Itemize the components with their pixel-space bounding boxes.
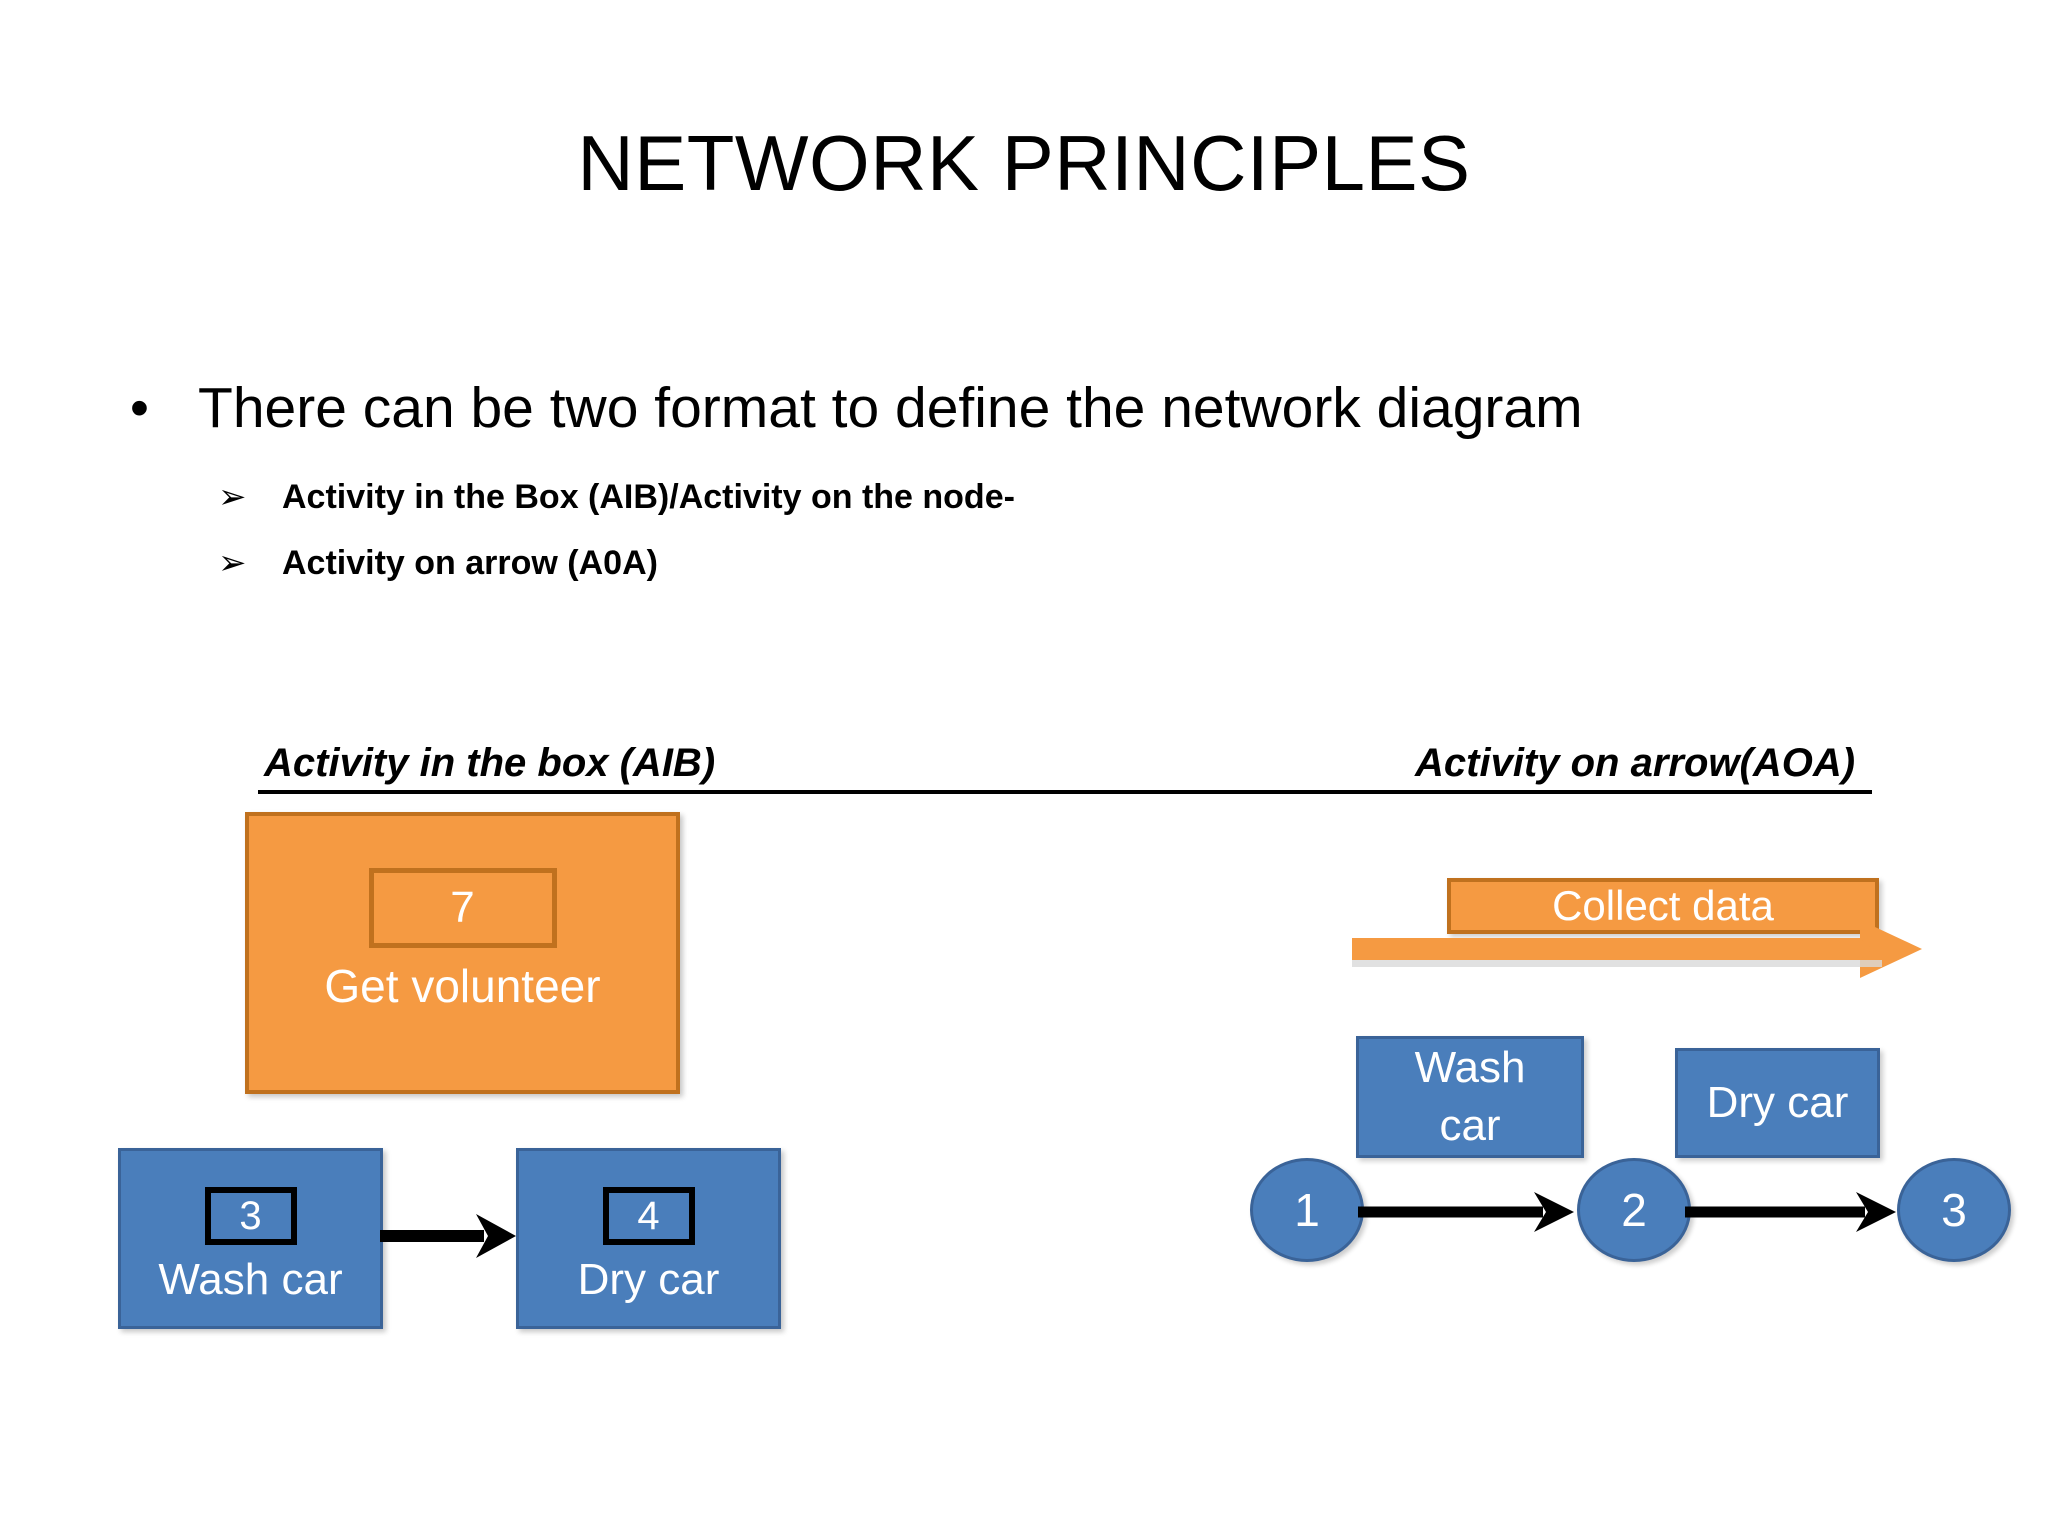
sub-bullet-item-aib: ➢ Activity in the Box (AIB)/Activity on … (218, 474, 1918, 520)
aib-node-duration-get-volunteer: 7 (368, 868, 557, 948)
aoa-event-node-3: 3 (1897, 1158, 2011, 1262)
aoa-activity-label-wash-car: Wash car (1414, 1043, 1526, 1150)
bullet-dot-icon: • (130, 378, 149, 438)
aoa-link-arrow-2-to-3 (1685, 1192, 1896, 1232)
aoa-activity-box-wash-car: Wash car (1356, 1036, 1584, 1158)
bullet-item-primary: • There can be two format to define the … (120, 376, 1940, 440)
aoa-activity-label-collect-data: Collect data (1447, 878, 1879, 934)
aib-node-get-volunteer: 7 Get volunteer (245, 812, 680, 1094)
aoa-activity-label-dry-car: Dry car (1706, 1078, 1849, 1127)
section-heading-aoa: Activity on arrow(AOA) (1415, 741, 1856, 785)
aib-node-wash-car: 3 Wash car (118, 1148, 383, 1329)
bullet-primary-text: There can be two format to define the ne… (198, 376, 1583, 440)
aoa-collect-data-arrow-icon (1352, 920, 1922, 978)
aib-node-label-get-volunteer: Get volunteer (324, 960, 601, 1012)
aib-node-dry-car: 4 Dry car (516, 1148, 781, 1329)
aib-node-duration-dry-car: 4 (602, 1187, 695, 1245)
aoa-event-node-2: 2 (1577, 1158, 1691, 1262)
aib-node-label-wash-car: Wash car (158, 1255, 343, 1304)
arrow-bullet-icon: ➢ (218, 478, 247, 516)
sub-bullet-text-aib: Activity in the Box (AIB)/Activity on th… (282, 478, 1015, 516)
section-heading-aib: Activity in the box (AIB) (264, 741, 716, 785)
aib-node-duration-wash-car: 3 (204, 1187, 297, 1245)
aib-link-arrow-wash-to-dry (380, 1214, 516, 1258)
sub-bullet-text-aoa: Activity on arrow (A0A) (282, 544, 658, 582)
aoa-event-node-1: 1 (1250, 1158, 1364, 1262)
sub-bullet-item-aoa: ➢ Activity on arrow (A0A) (218, 540, 1918, 586)
aoa-activity-box-dry-car: Dry car (1675, 1048, 1880, 1158)
heading-divider-rule (258, 790, 1872, 794)
arrow-bullet-icon: ➢ (218, 544, 247, 582)
aoa-link-arrow-1-to-2 (1358, 1192, 1574, 1232)
aib-node-label-dry-car: Dry car (577, 1255, 720, 1304)
page-title: NETWORK PRINCIPLES (577, 119, 1471, 207)
